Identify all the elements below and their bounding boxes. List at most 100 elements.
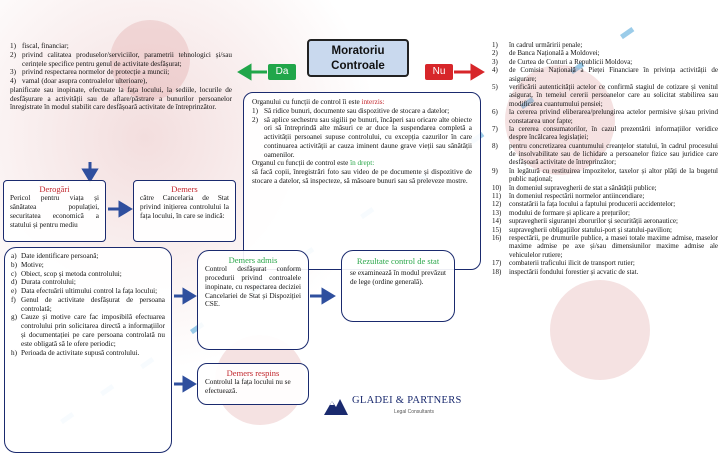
interdiction-item-number: 2)	[252, 115, 258, 124]
exception-item: 6)la cererea privind eliberarea/prelungi…	[492, 108, 718, 125]
derogari-box: Derogări Pericol pentru viața și sănătat…	[3, 180, 106, 242]
exception-item: 18) inspectării fondului forestier și acv…	[492, 268, 718, 276]
exception-item-number: 3)	[492, 57, 498, 66]
rights-keyword: în drept:	[350, 159, 375, 168]
exception-item-text: de Banca Națională a Moldovei;	[509, 49, 600, 58]
exception-item: 4) de Comisia Națională a Pieței Financia…	[492, 66, 718, 83]
exception-item-number: 12)	[492, 200, 502, 209]
rezultate-title: Rezultate control de stat	[356, 256, 440, 266]
interdictions-intro: Organului cu funcții de control îi este …	[252, 98, 385, 106]
left-case-item: 2)privind calitatea produselor/serviciil…	[10, 51, 232, 69]
exception-item: 1)în cadrul urmăririi penale;	[492, 41, 718, 49]
yes-label: Da	[268, 64, 296, 80]
exception-item: 5) verificării autenticității actelor ce …	[492, 83, 718, 108]
exception-item-text: pentru concretizarea cuantumului creanțe…	[509, 141, 718, 167]
interdiction-item-text: Să ridice bunuri, documente sau dispozit…	[264, 106, 450, 115]
exception-item-text: inspectării fondului forestier și acvati…	[509, 267, 639, 276]
exception-item: 10) în domeniul supravegherii de stat a s…	[492, 184, 718, 192]
exception-item-number: 2)	[492, 49, 498, 58]
demers-requirement-item: h)Perioada de activitate supusă controlu…	[11, 349, 165, 358]
rights-intro: Organul cu funcții de control este în dr…	[252, 159, 375, 168]
demers-respins-text: Controlul la fața locului nu se efectuea…	[205, 378, 291, 396]
left-cases-list: 1) fiscal, financiar;2)privind calitatea …	[10, 42, 232, 112]
demers-requirement-item-text: Cauze și motive care fac imposibilă efec…	[21, 313, 165, 348]
derogari-text: Pericol pentru viața și sănătatea popula…	[10, 194, 99, 229]
exception-item: 14) supravegherii siguranței zborurilor ș…	[492, 217, 718, 225]
exception-item-number: 10)	[492, 183, 502, 192]
logo-name: GLADEI & PARTNERS	[352, 395, 462, 406]
exception-item-text: supravegherii obligațiilor statului-port…	[509, 225, 672, 234]
left-case-item-number: 2)	[10, 50, 16, 59]
exception-item-number: 15)	[492, 225, 502, 234]
exception-item: 17) combaterii traficului ilicit de trans…	[492, 259, 718, 267]
left-case-item: 4)vamal (doar asupra controalelor ulteri…	[10, 77, 232, 86]
exception-item: 12) constatării la fața locului a faptulu…	[492, 200, 718, 208]
demers-requirement-item: f)Genul de activitate desfășurat de pers…	[11, 296, 165, 314]
exception-item: 8) pentru concretizarea cuantumului crean…	[492, 142, 718, 167]
left-case-item-text: fiscal, financiar;	[22, 42, 69, 50]
exception-item-number: 13)	[492, 208, 502, 217]
logo-tagline: Legal Consultants	[394, 409, 435, 415]
exception-item-text: supravegherii siguranței zborurilor și s…	[509, 217, 678, 226]
left-case-item-number: 3)	[10, 68, 16, 77]
demers-requirement-item-text: Genul de activitate desfășurat de persoa…	[21, 295, 165, 313]
demers-respins-title: Demers respins	[226, 368, 280, 378]
exception-item-number: 4)	[492, 66, 498, 75]
exception-item-text: respectării, pe drumurile publice, a mas…	[509, 233, 718, 259]
exception-item-number: 1)	[492, 41, 498, 49]
exception-item-number: 14)	[492, 217, 502, 226]
exception-item-number: 17)	[492, 259, 502, 268]
exception-item-text: de Curtea de Conturi a Republicii Moldov…	[509, 57, 633, 66]
exception-item-text: verificării autenticității actelor ce co…	[509, 82, 718, 108]
left-case-item-number: 1)	[10, 42, 16, 50]
left-case-item: 3) privind respectarea normelor de protec…	[10, 68, 232, 77]
demers-admis-box: Demers admis Control desfășurat conform …	[197, 250, 309, 350]
interdictions-box: Organului cu funcții de control îi este …	[243, 92, 481, 270]
no-label: Nu	[425, 64, 453, 80]
demers-requirement-item-text: Durata controlului;	[21, 278, 76, 287]
demers-requirement-item-text: Date identificare persoană;	[21, 252, 99, 260]
exception-item-number: 5)	[492, 82, 498, 91]
exception-item: 7) la cererea consumatorilor, în cazul pr…	[492, 125, 718, 142]
demers-requirement-item-number: c)	[11, 269, 17, 278]
exception-item: 9)în legătură cu restituirea impozitelor…	[492, 167, 718, 184]
demers-requirement-item-text: Data efectuării ultimului control la faț…	[21, 287, 158, 296]
exception-item-text: în domeniul respectării normelor antiinc…	[509, 192, 645, 201]
exception-item-number: 8)	[492, 141, 498, 150]
rezultate-box: Rezultate control de stat se examinează …	[341, 250, 455, 322]
exception-item-text: de Comisia Națională a Pieței Financiare…	[509, 66, 718, 83]
demers-requirement-item: e) Data efectuării ultimului control la f…	[11, 287, 165, 296]
rights-text: să facă copii, înregistrări foto sau vid…	[252, 168, 472, 186]
exception-item: 2) de Banca Națională a Moldovei;	[492, 49, 718, 57]
left-case-item-text: vamal (doar asupra controalelor ulterioa…	[22, 77, 148, 86]
left-paragraph: planificate sau inopinate, efectuate la …	[10, 85, 232, 112]
demers-requirement-item-number: e)	[11, 287, 17, 296]
title-line2: Controale	[331, 60, 385, 72]
rezultate-text: se examinează în modul prevăzut de lege …	[350, 269, 446, 287]
left-case-item-text: privind respectarea normelor de protecți…	[22, 68, 170, 77]
exception-item-text: în domeniul supravegherii de stat a sănă…	[509, 183, 657, 192]
demers-title: Demers	[171, 184, 198, 194]
demers-requirements-box: a)Date identificare persoană;b)Motive;c)…	[4, 247, 172, 453]
exception-item: 3) de Curtea de Conturi a Republicii Mold…	[492, 58, 718, 66]
demers-requirement-item: b)Motive;	[11, 261, 165, 270]
demers-admis-text: Control desfășurat conform procedurii pr…	[205, 265, 301, 309]
demers-box: Demers către Cancelaria de Stat privind …	[133, 180, 236, 242]
exception-item: 16) respectării, pe drumurile publice, a …	[492, 234, 718, 259]
exception-item-number: 18)	[492, 267, 502, 276]
interdiction-item-number: 1)	[252, 106, 258, 115]
interdiction-item: 1) Să ridice bunuri, documente sau dispoz…	[252, 107, 472, 116]
exception-item-text: constatării la fața locului a faptului p…	[509, 200, 676, 209]
exception-item-number: 7)	[492, 124, 498, 133]
exception-item-text: combaterii traficului ilicit de transpor…	[509, 259, 635, 268]
exception-item-text: la cererea consumatorilor, în cazul prez…	[509, 124, 718, 142]
interdiction-item: 2)să aplice sechestru sau sigilii pe bun…	[252, 116, 472, 160]
demers-requirement-item-text: Motive;	[21, 260, 44, 269]
exception-item-number: 16)	[492, 233, 502, 242]
demers-requirement-item: a)Date identificare persoană;	[11, 252, 165, 261]
right-exceptions-list: 1)în cadrul urmăririi penale;2) de Banca …	[492, 41, 718, 276]
demers-requirement-item-text: Obiect, scop și metoda controlului;	[21, 269, 122, 278]
title-box: Moratoriu Controale	[307, 39, 409, 77]
exception-item-number: 6)	[492, 108, 498, 117]
